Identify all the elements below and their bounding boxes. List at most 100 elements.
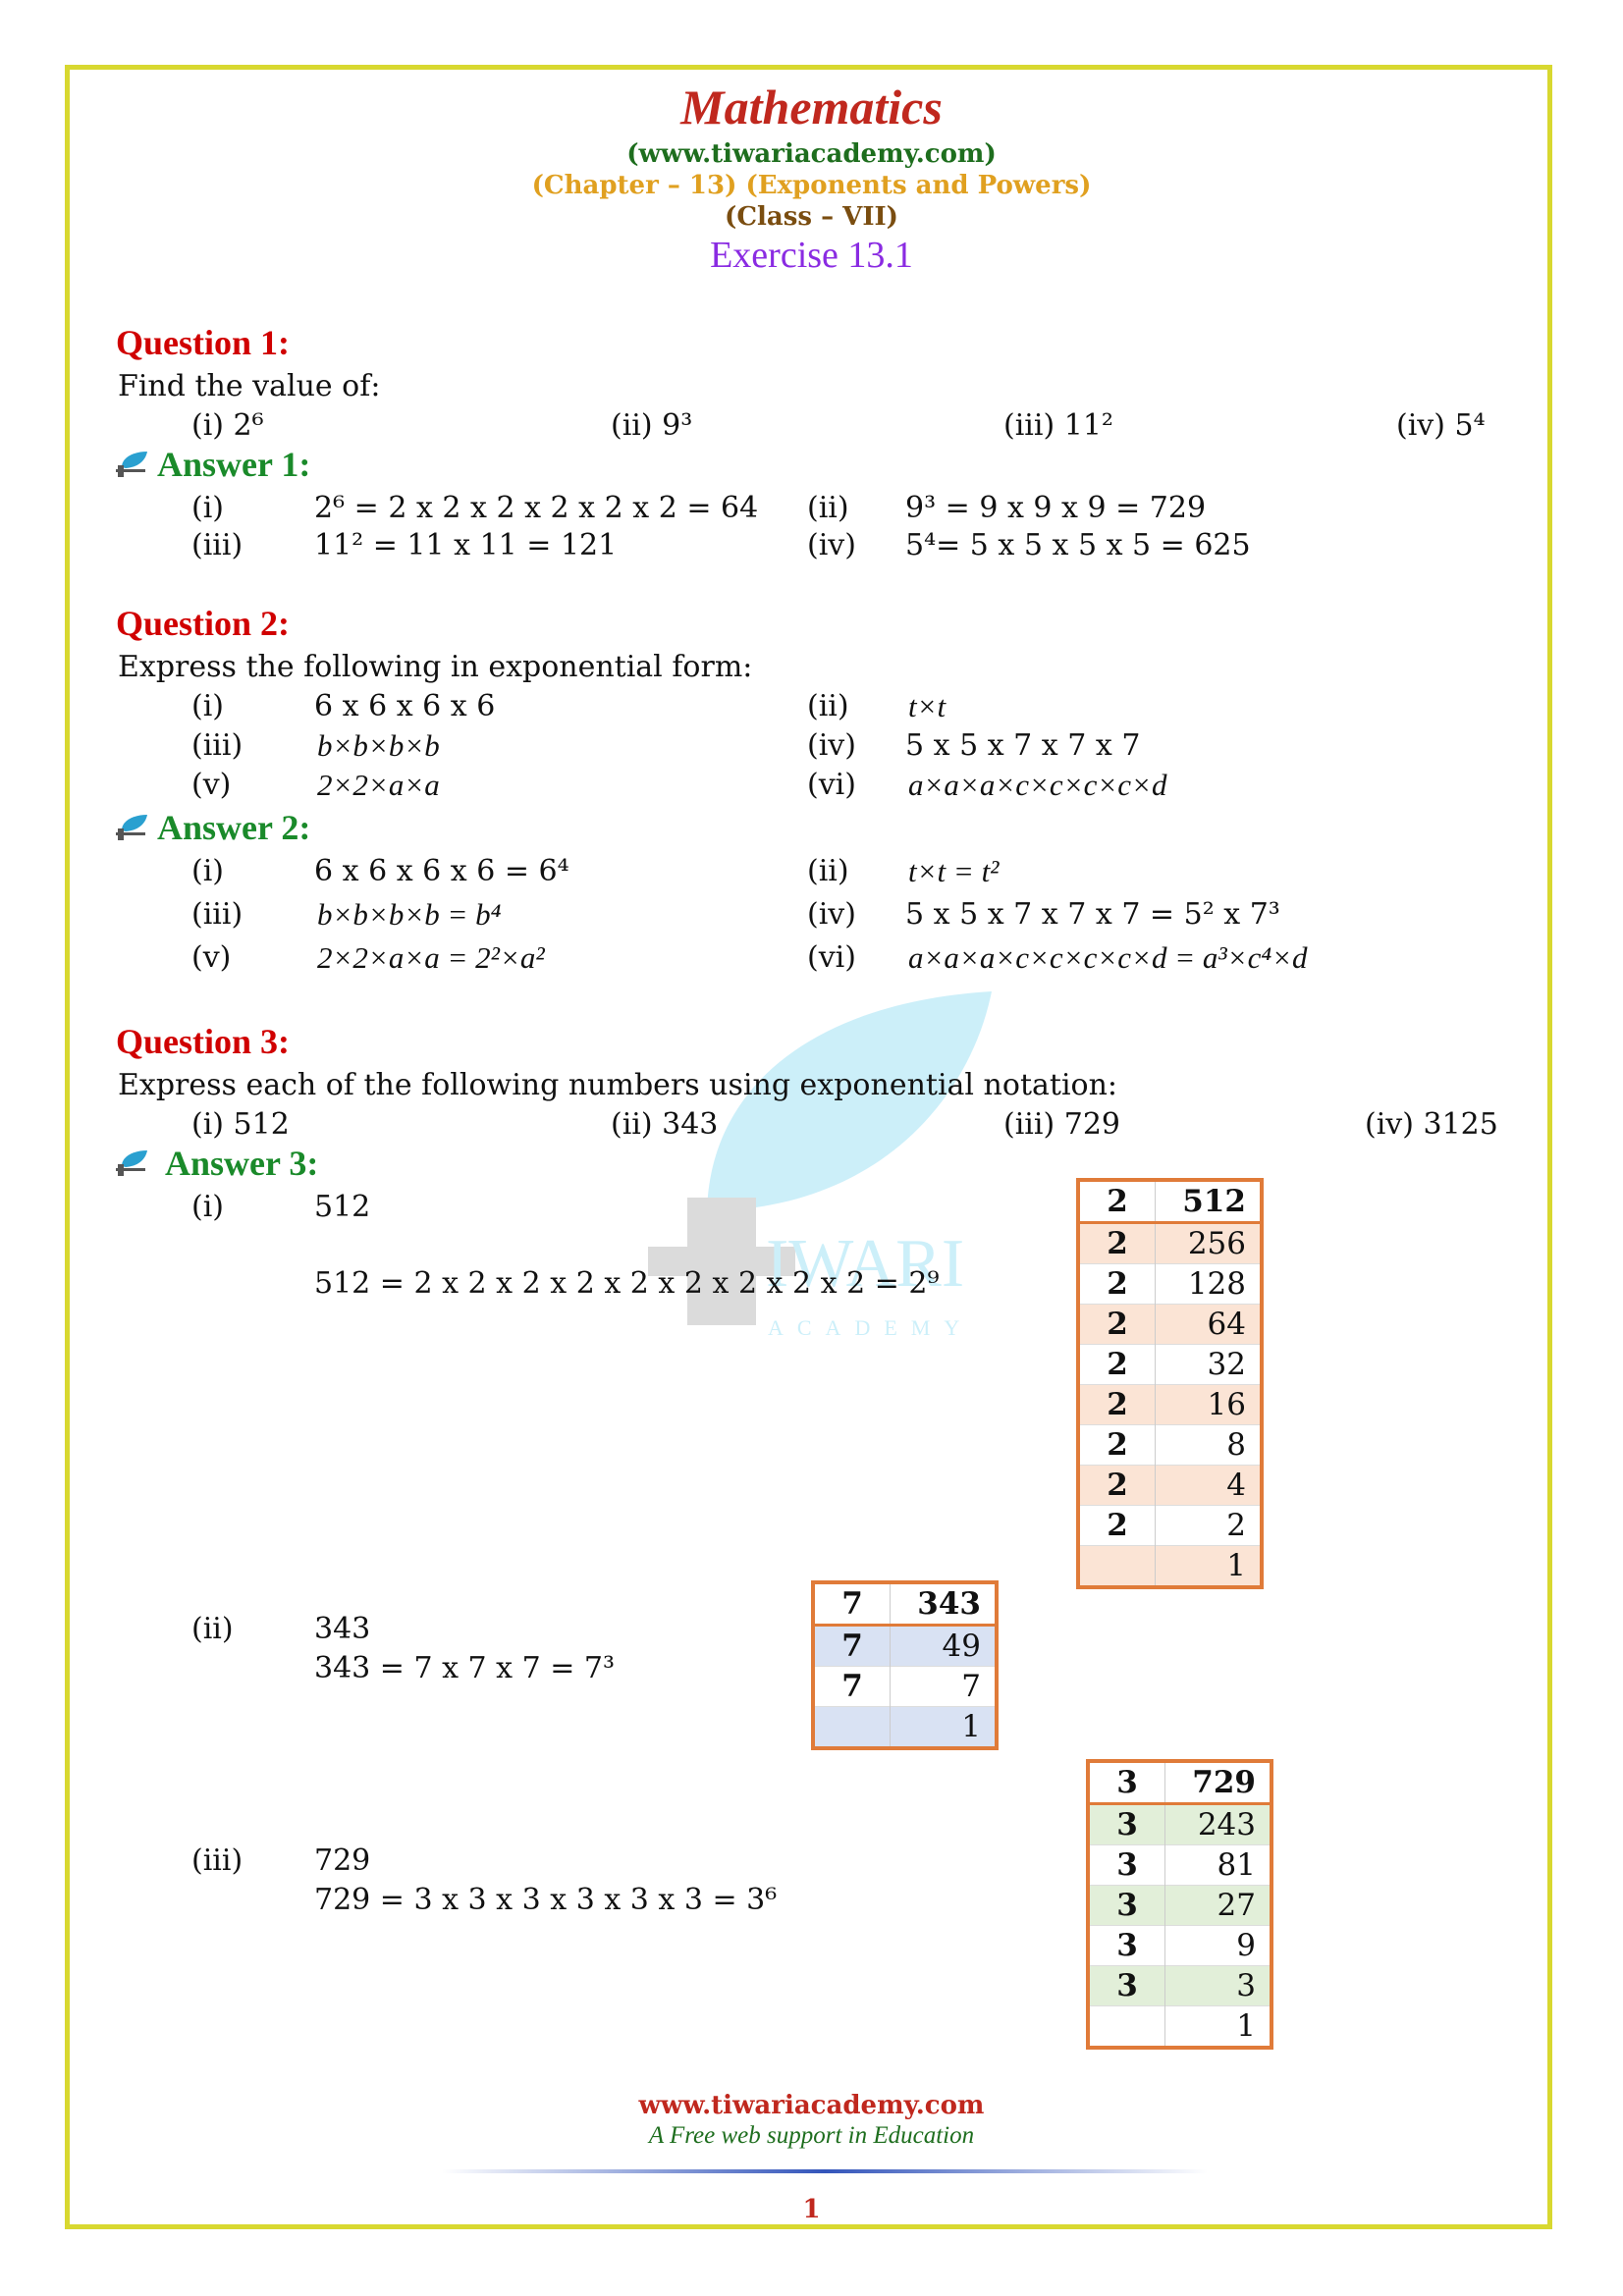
a1-text-iv: 5⁴= 5 x 5 x 5 x 5 = 625 (905, 528, 1251, 562)
chapter-title: (Chapter – 13) (Exponents and Powers) (531, 171, 1092, 200)
quotient-cell: 1 (890, 1706, 997, 1748)
q3-part-iii: (iii) 729 (1003, 1107, 1120, 1142)
a3-label-ii: (ii) (191, 1612, 234, 1646)
divisor-cell (813, 1706, 891, 1748)
quotient-cell: 256 (1155, 1222, 1262, 1264)
q1-part-iv: (iv) 5⁴ (1396, 408, 1486, 443)
quotient-cell: 3 (1164, 1965, 1271, 2006)
quotient-cell: 64 (1155, 1304, 1262, 1345)
a3-label-iii: (iii) (191, 1843, 243, 1878)
a1-text-i: 2⁶ = 2 x 2 x 2 x 2 x 2 x 2 = 64 (314, 491, 759, 525)
answer-1-heading: Answer 1: (157, 445, 311, 484)
q3-part-iv: (iv) 3125 (1365, 1107, 1498, 1142)
quotient-cell: 128 (1155, 1263, 1262, 1305)
a3-number-ii: 343 (314, 1612, 371, 1646)
page-title: Mathematics (680, 80, 943, 134)
a2-text-vi: a×a×a×c×c×c×c×d = a³×c⁴×d (908, 940, 1308, 975)
divisor-cell: 2 (1078, 1384, 1156, 1425)
divisor-cell: 3 (1088, 1965, 1165, 2006)
a3-text-i: 512 = 2 x 2 x 2 x 2 x 2 x 2 x 2 x 2 x 2 … (314, 1266, 940, 1301)
quotient-cell: 8 (1155, 1424, 1262, 1466)
q2-label-v: (v) (191, 768, 232, 802)
a1-text-ii: 9³ = 9 x 9 x 9 = 729 (905, 491, 1207, 525)
divisor-cell: 7 (813, 1625, 891, 1667)
q1-part-ii: (ii) 9³ (611, 408, 693, 443)
a2-text-iv: 5 x 5 x 7 x 7 x 7 = 5² x 7³ (905, 897, 1280, 932)
exercise-title: Exercise 13.1 (710, 235, 913, 276)
table-row: 1 (813, 1706, 997, 1748)
watermark-logo: IWARI ACADEMY (648, 991, 992, 1340)
class-label: (Class – VII) (725, 202, 898, 232)
q2-label-vi: (vi) (807, 768, 856, 802)
page-number: 1 (802, 2195, 821, 2224)
footer-divider (442, 2169, 1208, 2173)
footer-site: www.tiwariacademy.com (638, 2091, 985, 2120)
question-1-prompt: Find the value of: (118, 369, 381, 403)
q2-text-iii: b×b×b×b (317, 728, 440, 763)
question-2-prompt: Express the following in exponential for… (118, 650, 753, 684)
q2-text-v: 2×2×a×a (317, 768, 440, 802)
divisor-cell: 2 (1078, 1424, 1156, 1466)
q2-text-ii: t×t (908, 689, 947, 723)
a3-number-i: 512 (314, 1190, 371, 1224)
tiwari-logo-icon (116, 1150, 147, 1176)
divisor-cell: 3 (1088, 1925, 1165, 1966)
quotient-cell: 2 (1155, 1505, 1262, 1546)
answer-2-heading: Answer 2: (157, 808, 311, 847)
tiwari-logo-icon (116, 815, 147, 840)
divisor-cell (1078, 1545, 1156, 1587)
quotient-cell: 1 (1164, 2005, 1271, 2048)
divisor-cell: 2 (1078, 1505, 1156, 1546)
divisor-cell: 3 (1088, 1844, 1165, 1886)
a2-text-i: 6 x 6 x 6 x 6 = 6⁴ (314, 854, 569, 888)
quotient-cell: 81 (1164, 1844, 1271, 1886)
table-row: 1 (1088, 2005, 1271, 2048)
divisor-cell: 7 (813, 1666, 891, 1707)
a1-label-i: (i) (191, 491, 225, 525)
watermark-word: IWARI (766, 1226, 964, 1302)
a2-text-ii: t×t = t² (908, 854, 1000, 888)
q1-part-iii: (iii) 11² (1003, 408, 1113, 443)
q2-label-iv: (iv) (807, 728, 856, 763)
quotient-cell: 4 (1155, 1465, 1262, 1506)
quotient-cell: 49 (890, 1625, 997, 1667)
q2-label-ii: (ii) (807, 689, 849, 723)
footer-tagline: A Free web support in Education (648, 2122, 975, 2149)
quotient-cell: 9 (1164, 1925, 1271, 1966)
quotient-cell: 32 (1155, 1344, 1262, 1385)
watermark-sub: ACADEMY (768, 1315, 973, 1340)
q3-part-ii: (ii) 343 (611, 1107, 719, 1142)
quotient-cell: 16 (1155, 1384, 1262, 1425)
a2-label-ii: (ii) (807, 854, 849, 888)
answer-3-heading: Answer 3: (165, 1144, 319, 1183)
divisor-cell: 2 (1078, 1222, 1156, 1264)
divisor-cell (1088, 2005, 1165, 2048)
tiwari-logo-icon (116, 452, 147, 477)
a2-text-iii: b×b×b×b = b⁴ (317, 897, 502, 932)
divisor-cell: 3 (1088, 1885, 1165, 1926)
page-border (65, 65, 1552, 2229)
a3-text-ii: 343 = 7 x 7 x 7 = 7³ (314, 1651, 616, 1685)
a1-text-iii: 11² = 11 x 11 = 121 (314, 528, 618, 562)
question-1-heading: Question 1: (116, 323, 291, 362)
question-3-heading: Question 3: (116, 1022, 291, 1061)
site-url: (www.tiwariacademy.com) (626, 139, 997, 169)
